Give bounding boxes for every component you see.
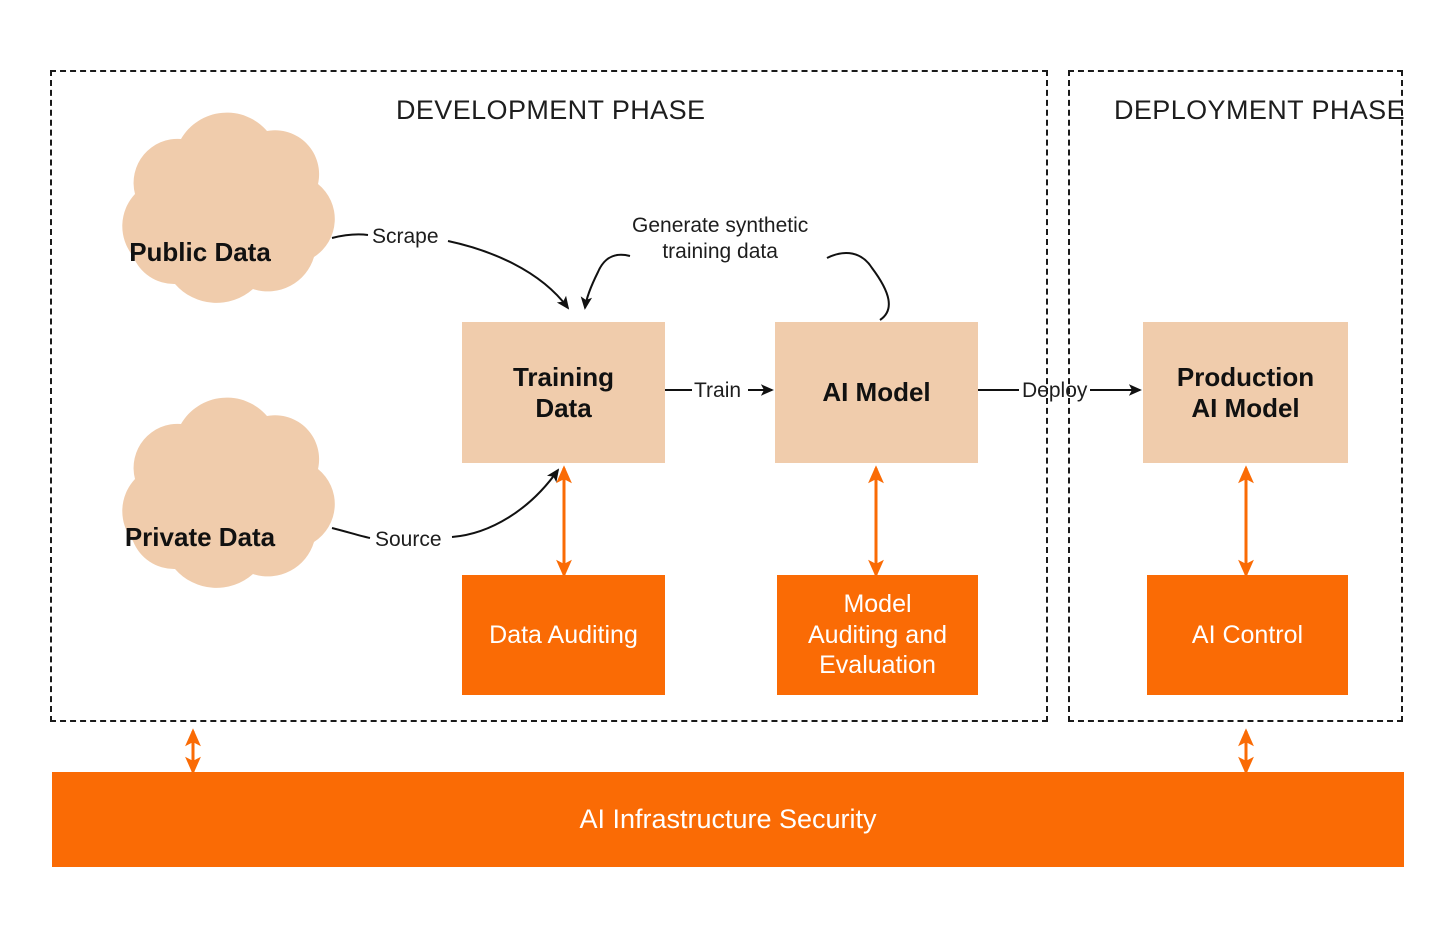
edge-label-synthetic-line2: training data (662, 240, 778, 264)
development-phase-title: DEVELOPMENT PHASE (396, 95, 706, 125)
public-data-label: Public Data (129, 237, 271, 267)
edge-label-scrape: Scrape (372, 225, 439, 248)
model-auditing-label-line3: Evaluation (819, 651, 936, 680)
edge-label-source: Source (375, 528, 442, 551)
data-auditing-node[interactable]: Data Auditing (462, 575, 665, 695)
edge-label-deploy: Deploy (1022, 379, 1088, 402)
data-auditing-label: Data Auditing (489, 620, 638, 649)
edge-label-synthetic-line1: Generate synthetic (632, 214, 809, 237)
ai-model-node[interactable]: AI Model (775, 322, 978, 463)
model-auditing-label-line1: Model (843, 590, 912, 619)
model-auditing-node[interactable]: Model Auditing and Evaluation (777, 575, 978, 695)
training-data-label-line1: Training (512, 361, 615, 392)
production-ai-model-label-line2: AI Model (1191, 392, 1300, 423)
production-ai-model-node[interactable]: Production AI Model (1143, 322, 1348, 463)
public-data-node[interactable]: Public Data (60, 160, 340, 340)
ai-control-label: AI Control (1191, 620, 1304, 649)
model-auditing-label-line2: Auditing and (807, 620, 947, 649)
ai-infrastructure-security-node[interactable]: AI Infrastructure Security (52, 772, 1404, 867)
development-phase-frame (50, 70, 1048, 722)
production-ai-model-label-line1: Production (1176, 361, 1315, 392)
private-data-label: Private Data (124, 522, 276, 552)
deployment-phase-frame (1068, 70, 1403, 722)
deployment-phase-title: DEPLOYMENT PHASE (1114, 95, 1405, 125)
edge-label-generate-synthetic-training-data: Generate synthetic training data (632, 213, 808, 266)
private-data-node[interactable]: Private Data (60, 445, 340, 625)
ai-control-node[interactable]: AI Control (1147, 575, 1348, 695)
training-data-label-line2: Data (535, 392, 592, 423)
edge-label-train: Train (694, 379, 742, 402)
training-data-node[interactable]: Training Data (462, 322, 665, 463)
ai-model-label: AI Model (822, 377, 931, 408)
ai-infrastructure-security-label: AI Infrastructure Security (579, 804, 877, 834)
